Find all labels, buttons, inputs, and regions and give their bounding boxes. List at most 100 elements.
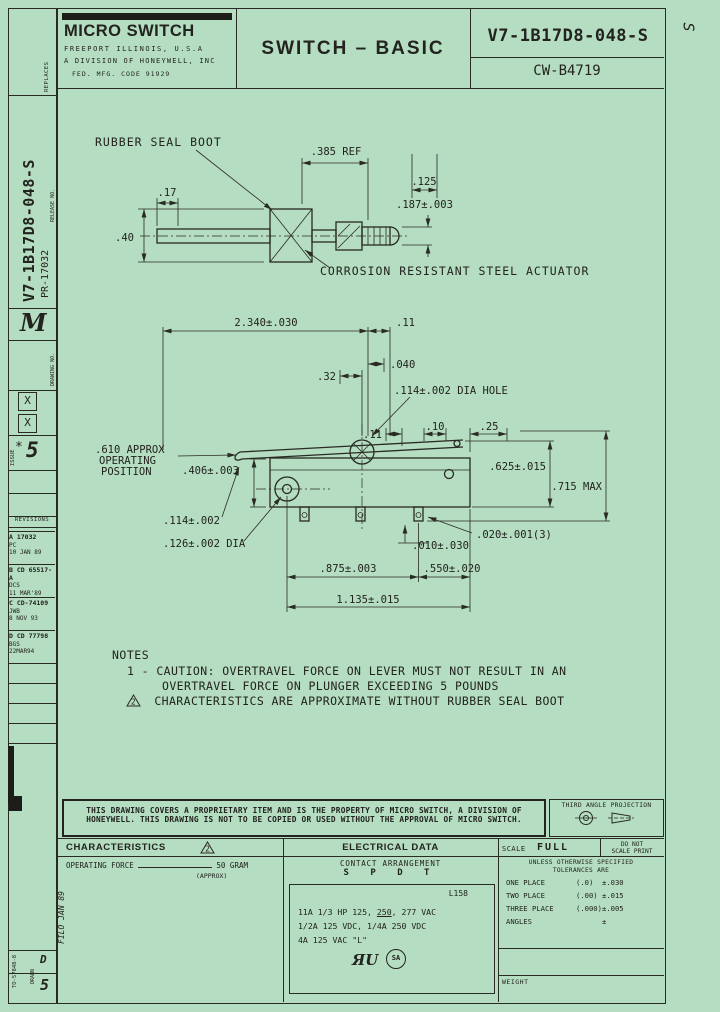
leader-line bbox=[137, 867, 213, 868]
dim-40: .40 bbox=[115, 232, 134, 244]
tolerance-row-value: ±.015 bbox=[602, 891, 624, 900]
operating-force-label: OPERATING FORCE bbox=[66, 861, 134, 870]
micro-switch-m-logo: M bbox=[20, 308, 47, 337]
scale-label: SCALE bbox=[502, 845, 526, 853]
revision-by: JWB bbox=[9, 607, 20, 615]
dim-625: .625±.015 bbox=[489, 461, 546, 473]
characteristics-title: CHARACTERISTICS bbox=[66, 842, 166, 853]
dim-114: .114±.002 bbox=[163, 515, 220, 527]
margin-mark: S bbox=[679, 22, 698, 32]
bottom-rev-letter: D bbox=[40, 953, 47, 966]
tolerance-row-label: THREE PLACE bbox=[506, 904, 554, 913]
dim-17: .17 bbox=[158, 187, 177, 199]
rating-line-2: 1/2A 125 VDC, 1/4A 250 VDC bbox=[298, 921, 427, 931]
dim-020: .020±.001(3) bbox=[476, 529, 552, 541]
dim-126-dia: .126±.002 DIA bbox=[163, 538, 246, 550]
tolerance-row-paren: (.0) bbox=[576, 878, 594, 887]
replaces-label: REPLACES bbox=[44, 61, 50, 93]
drawn-label: DRAWN bbox=[30, 968, 36, 984]
notes-title: NOTES bbox=[112, 648, 150, 662]
dim-550: .550±.020 bbox=[424, 563, 481, 575]
actuator-view bbox=[140, 208, 408, 263]
terminal-leader bbox=[427, 516, 473, 534]
ul-recognized-icon: ЯU bbox=[352, 951, 379, 969]
label-actuator: CORROSION RESISTANT STEEL ACTUATOR bbox=[320, 264, 589, 278]
dim-1135: 1.135±.015 bbox=[336, 594, 399, 606]
rubber-boot-leader bbox=[195, 149, 273, 211]
dim-385-ref: .385 REF bbox=[311, 146, 362, 158]
revision-id: C CD-74109 bbox=[9, 599, 49, 607]
operating-position-leader bbox=[177, 452, 237, 458]
tolerance-row-label: ANGLES bbox=[506, 917, 532, 926]
revision-date: 10 JAN 89 bbox=[9, 549, 42, 556]
tolerance-row-paren: (.00) bbox=[576, 891, 598, 900]
ratings-box: L158 11A 1/3 HP 125, 250, 277 VAC 1/2A 1… bbox=[289, 884, 495, 994]
rating-line-1: 11A 1/3 HP 125, 250, 277 VAC bbox=[298, 907, 437, 917]
dim-11-mid: .11 bbox=[363, 429, 382, 441]
dim-25: .25 bbox=[480, 421, 499, 433]
tolerance-row-label: ONE PLACE bbox=[506, 878, 545, 887]
rating-line-3: 4A 125 VAC "L" bbox=[298, 935, 368, 945]
dim-875: .875±.003 bbox=[320, 563, 377, 575]
dim-2340: 2.340±.030 bbox=[234, 317, 297, 329]
switch-view bbox=[234, 424, 471, 530]
dim-187: .187±.003 bbox=[396, 199, 453, 211]
actuator-leader bbox=[304, 249, 331, 269]
third-angle-projection-icon bbox=[574, 811, 634, 825]
scan-artifact bbox=[9, 796, 22, 811]
checkbox-1: X bbox=[18, 392, 37, 411]
operating-force-row: OPERATING FORCE 50 GRAM bbox=[66, 861, 248, 870]
note-2-flag-triangle-icon: 2 bbox=[126, 694, 141, 707]
dim-715: .715 MAX bbox=[551, 481, 602, 493]
revisions-label: REVISIONS bbox=[14, 517, 50, 523]
listing-code: L158 bbox=[448, 889, 468, 898]
contact-arrangement-label: CONTACT ARRANGEMENT bbox=[340, 859, 441, 868]
do-not-scale-line2: SCALE PRINT bbox=[611, 848, 653, 855]
company-address-1: FREEPORT ILLINOIS, U.S.A bbox=[64, 45, 204, 53]
revision-date: 11 MAR'89 bbox=[9, 589, 42, 597]
logo-top-bar bbox=[62, 13, 232, 20]
checkbox-2: X bbox=[18, 414, 37, 433]
dimension-labels: RUBBER SEAL BOOT CORROSION RESISTANT STE… bbox=[95, 135, 603, 606]
dia-hole-leader bbox=[371, 396, 411, 437]
scan-artifact bbox=[8, 746, 14, 804]
revision-row: C CD-74109 JWB 8 NOV 93 bbox=[9, 597, 55, 623]
revision-row: D CD 77798 BGS 22MAR94 bbox=[9, 630, 55, 656]
issue-star: * bbox=[15, 440, 23, 455]
company-fed-code: FED. MFG. CODE 91929 bbox=[72, 70, 171, 78]
tolerance-row-label: TWO PLACE bbox=[506, 891, 545, 900]
revision-row: B CD 65517-A DCS 11 MAR'89 bbox=[9, 564, 55, 597]
svg-text:2: 2 bbox=[205, 845, 210, 854]
dim-406: .406±.003 bbox=[182, 465, 239, 477]
bottom-issue-number: 5 bbox=[40, 976, 50, 994]
dim-610-line3: POSITION bbox=[101, 466, 152, 478]
do-not-scale-line1: DO NOT bbox=[620, 841, 644, 848]
drawing-number: CW-B4719 bbox=[533, 63, 601, 79]
revision-by: PC bbox=[9, 541, 17, 549]
main-frame bbox=[56, 8, 666, 1004]
note-1-line-1: 1 - CAUTION: OVERTRAVEL FORCE ON LEVER M… bbox=[127, 664, 567, 678]
electrical-data-title: ELECTRICAL DATA bbox=[342, 842, 439, 853]
sidebar-part-number: V7-1B17D8-048-S bbox=[20, 159, 38, 302]
revision-row: A 17032 PC 10 JAN 89 bbox=[9, 531, 55, 557]
tolerance-header-1: UNLESS OTHERWISE SPECIFIED bbox=[528, 859, 634, 866]
dim-610-line1: .610 APPROX bbox=[95, 444, 165, 456]
revision-by: DCS bbox=[9, 582, 20, 589]
dimension-lines bbox=[138, 149, 610, 612]
dim-32: .32 bbox=[317, 371, 336, 383]
proprietary-notice: THIS DRAWING COVERS A PROPRIETARY ITEM A… bbox=[62, 799, 546, 837]
sheet-title: SWITCH – BASIC bbox=[261, 38, 445, 59]
note-1-line-2: OVERTRAVEL FORCE ON PLUNGER EXCEEDING 5 … bbox=[162, 679, 499, 693]
issue-number: 5 bbox=[26, 438, 39, 462]
tolerance-header-2: TOLERANCES ARE bbox=[552, 867, 610, 874]
company-address-2: A DIVISION OF HONEYWELL, INC bbox=[64, 57, 216, 65]
form-number: TO-57848-8 bbox=[12, 954, 18, 988]
operating-force-value: 50 GRAM bbox=[216, 861, 248, 870]
note-2: 2 CHARACTERISTICS ARE APPROXIMATE WITHOU… bbox=[126, 694, 564, 708]
revision-by: BGS bbox=[9, 640, 20, 648]
dim-125: .125 bbox=[411, 176, 436, 188]
contact-arrangement-value: S P D T bbox=[343, 868, 438, 878]
lever-tip-leader bbox=[221, 466, 240, 518]
tolerance-row-value: ± bbox=[602, 917, 607, 926]
